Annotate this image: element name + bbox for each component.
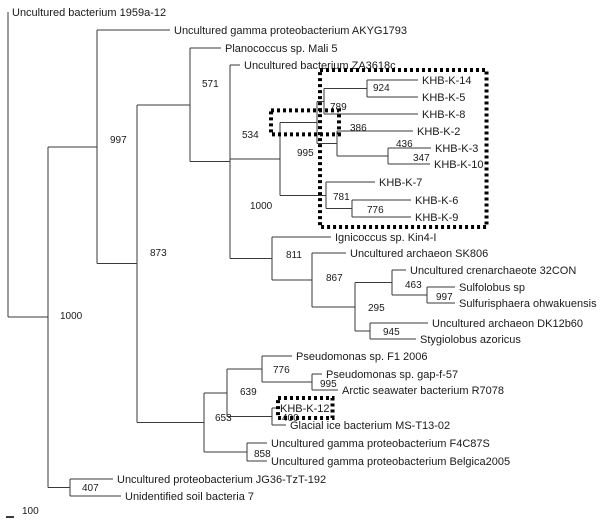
bootstrap-n776b: 776 bbox=[273, 365, 290, 376]
taxon-belg: Uncultured gamma proteobacterium Belgica… bbox=[271, 456, 510, 468]
bootstrap-n995: 995 bbox=[297, 148, 314, 159]
taxon-k9: KHB-K-9 bbox=[415, 212, 458, 224]
taxon-arctic: Arctic seawater bacterium R7078 bbox=[342, 385, 504, 397]
taxon-sulfuri: Sulfurisphaera ohwakuensis bbox=[459, 298, 597, 310]
taxon-k3: KHB-K-3 bbox=[435, 143, 478, 155]
bootstrap-n347: 347 bbox=[413, 153, 430, 164]
bootstrap-n534: 534 bbox=[242, 130, 259, 141]
taxon-labels: Uncultured bacterium 1959a-12Uncultured … bbox=[12, 7, 597, 503]
taxon-sk806: Uncultured archaeon SK806 bbox=[350, 248, 488, 260]
taxon-plano: Planococcus sp. Mali 5 bbox=[225, 43, 338, 55]
bootstrap-n776a: 776 bbox=[367, 205, 384, 216]
taxon-f4c: Uncultured gamma proteobacterium F4C87S bbox=[271, 438, 490, 450]
bootstrap-n997: 997 bbox=[110, 135, 127, 146]
bootstrap-n811: 811 bbox=[286, 250, 302, 261]
bootstrap-n858: 858 bbox=[254, 449, 271, 460]
taxon-glacial: Glacial ice bacterium MS-T13-02 bbox=[290, 420, 450, 432]
scale-bar: 100 bbox=[6, 506, 39, 518]
taxon-k12: KHB-K-12 bbox=[280, 403, 330, 415]
bootstrap-n639: 639 bbox=[240, 387, 257, 398]
taxon-soil: Unidentified soil bacteria 7 bbox=[125, 491, 254, 503]
bootstrap-n407: 407 bbox=[82, 483, 99, 494]
highlight-khb-k-12 bbox=[276, 396, 335, 420]
bootstrap-n867: 867 bbox=[326, 273, 343, 284]
bootstrap-n789: 789 bbox=[330, 102, 347, 113]
bootstrap-n781: 781 bbox=[333, 192, 350, 203]
tree-branches bbox=[7, 12, 455, 497]
taxon-pf1: Pseudomonas sp. F1 2006 bbox=[296, 351, 427, 363]
taxon-k14: KHB-K-14 bbox=[422, 75, 472, 87]
taxon-k7: KHB-K-7 bbox=[379, 177, 422, 189]
bootstrap-n873: 873 bbox=[150, 248, 167, 259]
scale-bar-label: 100 bbox=[22, 506, 39, 517]
bootstrap-n463: 463 bbox=[405, 280, 422, 291]
bootstrap-n436: 436 bbox=[396, 139, 413, 150]
bootstrap-n295: 295 bbox=[368, 303, 385, 314]
taxon-jg36: Uncultured proteobacterium JG36-TzT-192 bbox=[117, 474, 326, 486]
bootstrap-n1000b: 1000 bbox=[250, 201, 273, 212]
taxon-1959: Uncultured bacterium 1959a-12 bbox=[12, 7, 166, 19]
highlight-khb-k-995-node bbox=[269, 108, 341, 137]
taxon-igni: Ignicoccus sp. Kin4-I bbox=[335, 232, 437, 244]
bootstrap-n1000a: 1000 bbox=[60, 311, 83, 322]
bootstrap-n386: 386 bbox=[350, 123, 367, 134]
taxon-stygio: Stygiolobus azoricus bbox=[420, 334, 521, 346]
bootstrap-n653: 653 bbox=[215, 413, 232, 424]
highlight-boxes bbox=[269, 68, 489, 420]
taxon-dk12: Uncultured archaeon DK12b60 bbox=[432, 318, 583, 330]
bootstrap-n997b: 997 bbox=[436, 292, 453, 303]
taxon-k10: KHB-K-10 bbox=[434, 159, 484, 171]
taxon-k5: KHB-K-5 bbox=[422, 92, 465, 104]
bootstrap-n995b: 995 bbox=[320, 379, 337, 390]
taxon-k2: KHB-K-2 bbox=[417, 126, 460, 138]
taxon-sulfo: Sulfolobus sp bbox=[459, 282, 525, 294]
taxon-k6: KHB-K-6 bbox=[415, 195, 458, 207]
taxon-pgap: Pseudomonas sp. gap-f-57 bbox=[326, 369, 458, 381]
taxon-k8: KHB-K-8 bbox=[422, 109, 465, 121]
taxon-akyg: Uncultured gamma proteobacterium AKYG179… bbox=[174, 25, 407, 37]
bootstrap-n924: 924 bbox=[373, 83, 390, 94]
bootstrap-n945: 945 bbox=[383, 327, 400, 338]
bootstrap-n571: 571 bbox=[202, 79, 219, 90]
taxon-32con: Uncultured crenarchaeote 32CON bbox=[410, 265, 576, 277]
